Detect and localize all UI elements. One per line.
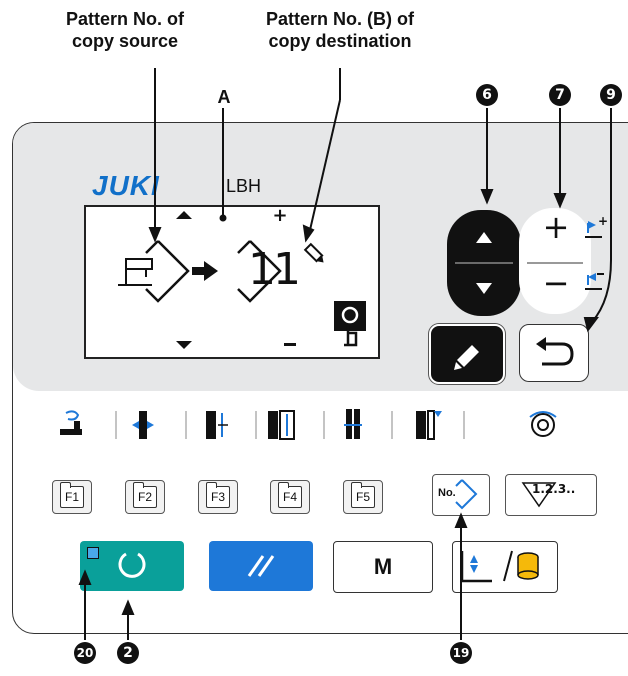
model-label: LBH (226, 176, 262, 196)
length-adjust-icon (206, 411, 228, 439)
presser-winding-key[interactable] (452, 541, 558, 593)
juki-logo: JUKI (92, 170, 160, 201)
callout-number-6: 6 (476, 84, 498, 106)
sequence-label: 1.2.3.. (532, 482, 576, 496)
plus-minus-divider (527, 262, 583, 264)
pattern-number-key-icon (455, 479, 478, 510)
bartack-length-icon (268, 410, 295, 440)
f4-key[interactable]: F4 (270, 480, 310, 514)
ready-led (87, 547, 99, 559)
plus-minus-button[interactable] (519, 208, 591, 314)
ready-cycle-icon (118, 552, 146, 578)
width-decrease-icon (132, 411, 154, 439)
no-label: No. (438, 487, 456, 499)
sequence-key[interactable] (505, 474, 597, 516)
reset-key[interactable] (209, 541, 313, 591)
save-memory-icon (334, 301, 366, 347)
up-triangle-icon (176, 211, 192, 219)
presser-winding-icon (460, 550, 539, 583)
svg-text:+: + (272, 207, 287, 226)
f2-key[interactable]: F2 (125, 480, 165, 514)
presser-foot-up-icon: + (585, 215, 608, 238)
f5-key[interactable]: F5 (343, 480, 383, 514)
reset-slash-icon (247, 555, 275, 577)
pencil-icon (454, 345, 479, 370)
sequence-triangle-icon (521, 482, 557, 508)
presser-foot-down-icon (585, 273, 604, 290)
counter-icon (529, 411, 557, 437)
f3-key[interactable]: F3 (198, 480, 238, 514)
icon-key-glyphs (60, 409, 557, 440)
thread-take-up-icon (60, 410, 82, 435)
lcd-content: + (118, 207, 366, 349)
m-label: M (373, 554, 393, 579)
copy-source-label: Pattern No. of copy source (65, 9, 184, 51)
mode-key[interactable]: M (333, 541, 433, 593)
down-arrow-icon (476, 283, 492, 294)
icon-key-row (46, 407, 626, 443)
down-triangle-icon (176, 341, 192, 349)
destination-pattern-number: 11 (248, 244, 301, 295)
copy-destination-label: Pattern No. (B) of copy destination (266, 9, 414, 51)
lcd-screen (84, 205, 380, 359)
callout-number-7: 7 (549, 84, 571, 106)
updown-arrows (455, 232, 513, 294)
minus-label: − (542, 264, 570, 302)
sewing-machine-icon (118, 258, 153, 286)
callout-number-2: 2 (117, 642, 139, 664)
plus-label: + (542, 208, 570, 246)
f1-key[interactable]: F1 (52, 480, 92, 514)
up-arrow-icon (476, 232, 492, 243)
pencil-icon (303, 242, 324, 263)
callout-number-9: 9 (600, 84, 622, 106)
stitch-density-icon (344, 409, 362, 439)
svg-text:+: + (598, 215, 608, 228)
return-button[interactable] (519, 324, 589, 382)
right-arrow-icon (192, 261, 218, 281)
presser-foot-icons: + (585, 215, 608, 290)
callout-number-19: 19 (450, 642, 472, 664)
label-a: A (217, 87, 231, 107)
callout-number-20: 20 (74, 642, 96, 664)
return-icon (536, 337, 574, 366)
cutting-space-icon (416, 410, 442, 440)
